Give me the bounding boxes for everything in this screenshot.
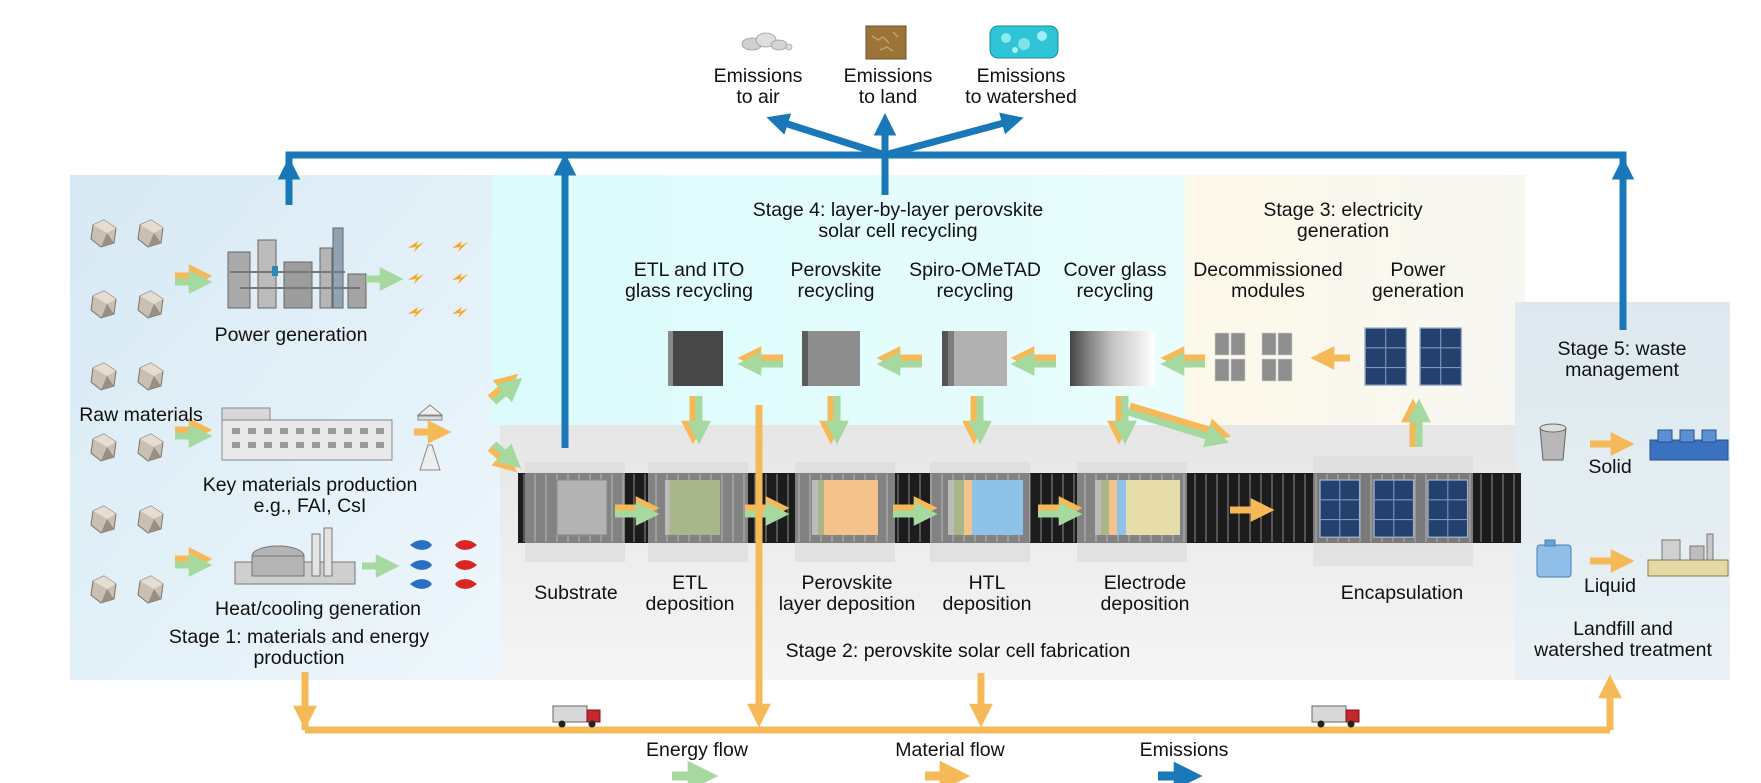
liquid-label: Liquid xyxy=(1583,575,1637,597)
encapsulation-label: Encapsulation xyxy=(1340,582,1464,604)
recycle-cover-glass xyxy=(1070,331,1155,386)
truck-icon-right xyxy=(1311,705,1360,728)
substrate-label: Substrate xyxy=(534,582,618,604)
soil-icon xyxy=(865,25,907,60)
legend-energy-label: Energy flow xyxy=(646,739,748,761)
fab-encapsulated-modules xyxy=(1319,479,1469,538)
factory-icon xyxy=(221,407,393,461)
stage1-flow-arrows xyxy=(175,264,523,578)
fab-etl xyxy=(665,480,720,535)
fab-electrode xyxy=(1095,480,1180,535)
treatment-plant-icon xyxy=(1647,533,1729,577)
stage3-panel xyxy=(1185,175,1525,425)
recycle-spiro xyxy=(942,331,1007,386)
heat-cooling-label: Heat/cooling generation xyxy=(215,598,421,620)
lab-glassware-icon xyxy=(416,404,444,471)
landfill-tanks-icon xyxy=(1649,429,1729,461)
stage2-title: Stage 2: perovskite solar cell fabricati… xyxy=(785,640,1131,662)
waste-bin-icon xyxy=(1539,423,1567,461)
heating-plant-icon xyxy=(234,527,356,585)
fab-substrate xyxy=(556,479,608,536)
material-flow-network xyxy=(293,405,1622,734)
liquid-container-icon xyxy=(1536,539,1572,578)
solid-label: Solid xyxy=(1588,456,1632,478)
truck-icon xyxy=(552,705,601,728)
power-plant-icon xyxy=(227,227,367,309)
recycle-etl-ito xyxy=(668,331,723,386)
fabrication-arrows xyxy=(615,496,1275,526)
recycle-perovskite xyxy=(802,331,860,386)
recycling-arrows xyxy=(681,346,1431,448)
stage5-arrows xyxy=(1590,432,1635,573)
stage5-panel xyxy=(1515,302,1730,680)
legend-emissions-label: Emissions xyxy=(1139,739,1229,761)
power-generation-label: Power generation xyxy=(214,324,368,346)
cloud-icon xyxy=(741,32,793,51)
fab-htl xyxy=(948,480,1023,535)
emissions-flow-network xyxy=(277,112,1635,448)
legend-material-label: Material flow xyxy=(895,739,1005,761)
raw-materials-label: Raw materials xyxy=(79,404,203,426)
water-icon xyxy=(989,25,1059,59)
fab-perovskite xyxy=(812,480,878,535)
